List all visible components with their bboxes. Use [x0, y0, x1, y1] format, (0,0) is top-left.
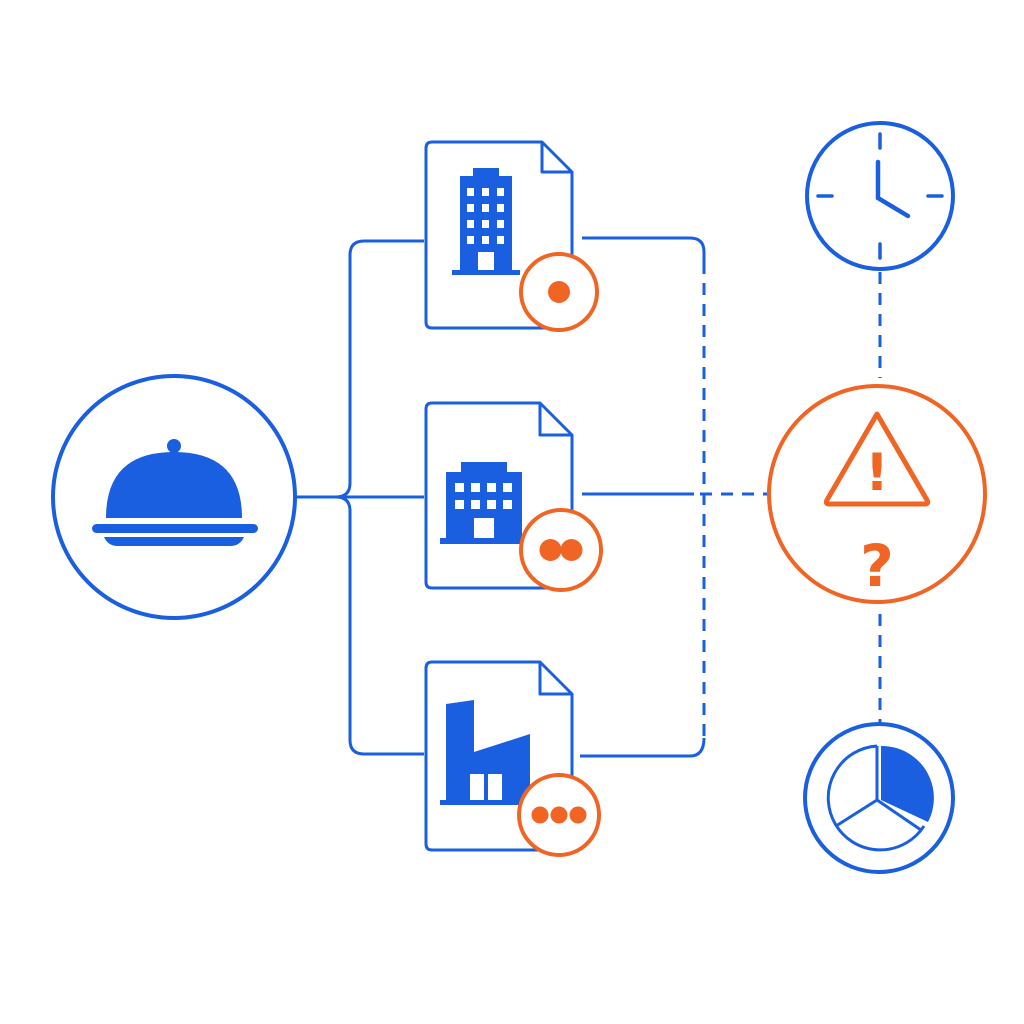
- serving-cloche-icon: [92, 439, 258, 546]
- connector-left-bracket: [335, 239, 424, 756]
- badge-dot: [531, 806, 549, 824]
- connector-right-top: [582, 236, 706, 262]
- alert-node: ! ?: [767, 384, 987, 604]
- warning-glyph: !: [865, 443, 889, 503]
- document-1-fold: [540, 142, 572, 174]
- badge-dot: [550, 806, 568, 824]
- connectors: [296, 236, 706, 758]
- badge-2-dots: [539, 539, 583, 561]
- warning-triangle-icon: [823, 411, 931, 507]
- status-badge-2: [519, 508, 603, 592]
- document-card-1: [424, 140, 599, 332]
- status-badge-1: [519, 252, 599, 332]
- badge-dot: [539, 539, 562, 561]
- badge-dot: [569, 806, 587, 824]
- source-node: [51, 374, 297, 620]
- warning-question-icon: ! ?: [823, 411, 931, 600]
- factory-icon: [440, 700, 536, 805]
- alert-node-circle: [767, 384, 987, 604]
- pie-dividers: [835, 746, 922, 832]
- dashed-connectors: [700, 262, 882, 738]
- document-card-2: [424, 401, 603, 592]
- document-2-fold: [538, 403, 572, 437]
- clock-icon: [816, 132, 944, 260]
- chart-node: [803, 722, 955, 874]
- pie-slice-highlight: [881, 745, 934, 822]
- connector-right-bottom: [580, 737, 706, 758]
- document-card-3: [424, 660, 601, 857]
- pie-chart-icon: [826, 744, 934, 852]
- badge-3-dots: [531, 806, 587, 824]
- document-3-fold: [538, 662, 572, 696]
- badge-1-dots: [548, 281, 570, 303]
- office-building-icon: [440, 462, 528, 544]
- badge-dot: [560, 539, 583, 561]
- clock-node: [805, 121, 955, 271]
- status-badge-3: [517, 773, 601, 857]
- office-tower-icon: [452, 168, 520, 275]
- question-glyph: ?: [860, 532, 894, 600]
- badge-dot: [548, 281, 570, 303]
- pie-outline: [826, 744, 926, 852]
